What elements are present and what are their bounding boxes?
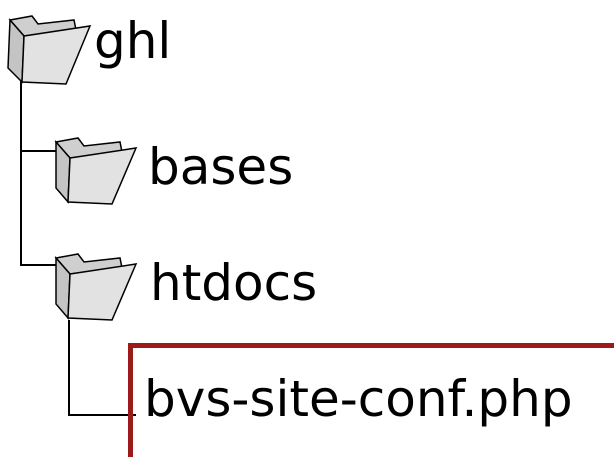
tree-connector-root <box>20 78 22 264</box>
tree-item-label: ghl <box>94 12 172 70</box>
file-label: bvs-site-conf.php <box>144 370 573 428</box>
tree-connector-htdocs-child <box>68 320 70 415</box>
tree-item-label: bases <box>148 138 294 196</box>
file-highlight-frame <box>128 343 614 457</box>
tree-connector-htdocs <box>20 264 60 266</box>
tree-connector-file <box>68 414 136 416</box>
tree-connector-bases <box>20 150 60 152</box>
folder-icon <box>50 248 140 324</box>
folder-icon <box>50 132 140 208</box>
tree-item-label: htdocs <box>150 254 318 312</box>
folder-icon <box>4 10 94 90</box>
